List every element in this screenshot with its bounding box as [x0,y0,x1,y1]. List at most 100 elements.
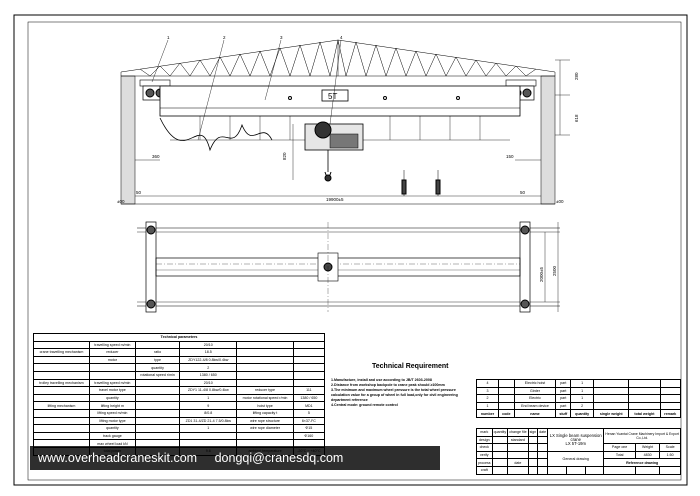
params-cell: travel motor type [88,386,136,395]
tech-req-line: 2.Distance from workshop backpole to cra… [331,382,445,387]
params-cell [33,340,90,350]
electric-hoist [304,121,364,182]
params-cell: 2 [179,363,238,372]
tb-left-row: quantity [491,428,509,437]
params-cell: crane travelling mechanism [33,348,90,357]
tech-req-line: 1.Manufacture, install and use according… [331,378,432,382]
params-cell: Φ160 [292,431,326,441]
params-cell [236,340,294,350]
params-cell [134,424,181,433]
technical-parameters-table: Technical parameters travelling speed m/… [33,333,326,456]
parts-cell [659,394,682,403]
parts-cell [498,379,515,388]
params-cell: MD1 [292,401,326,410]
params-cell: lifting height m [88,401,136,410]
params-cell: ZDY122-4/8 0.8kw/0.4kw [179,355,238,365]
params-cell [33,408,90,418]
parts-cell [593,401,630,411]
params-cell: 8/0.8 [179,408,238,418]
params-cell: 18.5 [179,348,238,357]
callout-1: 1 [167,35,170,40]
parts-cell [628,394,661,403]
params-cell [292,378,326,388]
dim-right-b: 50 [520,190,526,195]
params-cell [292,363,326,372]
params-cell: motor [88,355,136,365]
params-cell [33,370,90,380]
dim-left-a: 360 [152,154,160,159]
product-name: LX Single beam suspension crane [549,432,602,442]
drawing-number: LX 5T-19m [565,440,586,446]
tb-left-row: mark [476,428,493,437]
parts-cell: 3 [475,386,500,396]
parts-header-cell: remark [659,409,682,418]
tb-company: Henan Yuantai Crane Machinery Import & E… [603,427,681,445]
drawing-border-outer [13,14,688,486]
params-cell [236,378,294,388]
dim-floor-right: ±00 [556,199,564,204]
parts-cell: Girder [513,386,557,396]
parts-cell: End beam device [513,401,557,411]
drawing-border-inner [27,21,682,481]
params-cell [33,416,90,426]
dim-height-mid: 618 [574,114,579,122]
parts-cell [498,394,515,403]
params-cell: lifting motor type [88,416,136,426]
tb-page-one: Page one [603,443,636,452]
parts-header-cell: number [475,409,500,418]
params-cell: 111 [292,386,326,395]
params-cell [236,431,294,441]
callout-2: 2 [223,35,226,40]
parts-cell: 2 [475,394,500,403]
plan-view [137,221,560,313]
params-cell [292,348,326,357]
params-cell: travelling speed m/min [88,378,136,388]
params-cell [134,378,181,388]
tb-weight-value: 4830 [634,450,661,460]
params-cell [236,355,294,365]
params-cell: Φ15 [292,424,326,433]
parts-cell: part [555,401,572,411]
tech-requirement-body: 1.Manufacture, install and use according… [331,378,476,407]
params-cell: reducer [88,348,136,357]
params-cell [33,355,90,365]
params-cell [134,386,181,395]
params-cell [134,416,181,426]
contact-watermark: www.overheadcraneskit.com dongqi@cranesd… [30,446,440,470]
elevation-view: 5T [120,39,570,205]
parts-cell: part [555,379,572,388]
parts-cell: part [555,394,572,403]
params-cell [134,401,181,410]
tb-product-name: LX Single beam suspension crane LX 5T-19… [547,428,605,452]
parts-cell: 1 [570,379,595,388]
callout-4: 4 [340,35,343,40]
params-cell [134,431,181,441]
params-cell: 6×37-FC [292,416,326,426]
parts-header-cell: code [498,409,515,418]
tb-reference: Reference drawing [603,458,681,467]
tb-label: date [507,458,529,467]
params-cell: lifting mechanism [33,401,90,410]
params-cell [88,370,136,380]
params-cell: travelling speed m/min [88,340,136,350]
parts-cell [498,401,515,411]
params-cell [33,393,90,403]
tb-weight: Weight [634,443,661,452]
tech-requirement-title: Technical Requirement [372,363,449,370]
parts-cell: 1 [570,386,595,396]
tb-scale-value: 1:50 [659,450,681,460]
params-cell [134,393,181,403]
parts-cell [659,386,682,396]
